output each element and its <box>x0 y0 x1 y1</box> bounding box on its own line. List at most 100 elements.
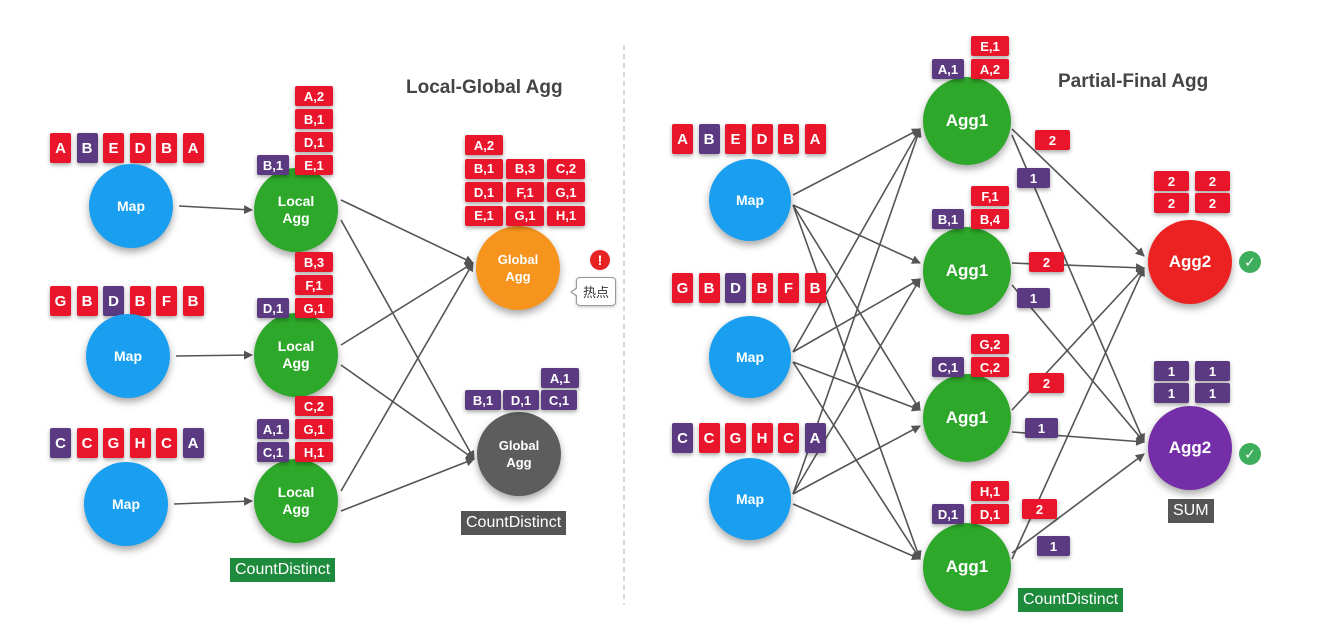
agg1-node: Agg1 <box>923 77 1011 165</box>
input-record: B <box>76 286 98 316</box>
partial-count-tag: D,1 <box>295 132 333 152</box>
input-record: A <box>804 423 826 453</box>
local-to-global-edge <box>340 364 475 460</box>
global-count-tag: F,1 <box>506 182 544 202</box>
final-count-tag: 2 <box>1195 171 1230 191</box>
input-record: C <box>50 428 71 458</box>
input-record: D <box>751 124 773 154</box>
input-record: H <box>751 423 773 453</box>
agg2-node: Agg2 <box>1148 220 1232 304</box>
global-count-tag: G,1 <box>547 182 585 202</box>
count-tag: 1 <box>1037 536 1070 556</box>
map-to-agg1-edge <box>792 503 921 560</box>
input-record: C <box>698 423 720 453</box>
map-to-local-edge <box>173 496 253 506</box>
count-tag: 2 <box>1029 373 1064 393</box>
count-tag: 2 <box>1022 499 1057 519</box>
agg1-to-agg2-edge <box>1011 453 1145 554</box>
count-tag: 1 <box>1017 168 1050 188</box>
hotspot-callout: 热点 <box>569 277 617 306</box>
input-record: A <box>50 133 71 163</box>
agg1-to-agg2-edge <box>1011 128 1145 257</box>
partial-count-tag: B,3 <box>295 252 333 272</box>
partial-count-tag: E,1 <box>971 36 1009 56</box>
input-record: D <box>103 286 124 316</box>
input-record: E <box>103 133 124 163</box>
final-count-tag: 2 <box>1195 193 1230 213</box>
agg1-node: Agg1 <box>923 227 1011 315</box>
map-to-agg1-edge <box>792 425 921 495</box>
final-count-tag: 1 <box>1154 361 1189 381</box>
partial-count-tag: A,1 <box>932 59 964 79</box>
global-count-tag: D,1 <box>503 390 539 410</box>
global-count-distinct-label: CountDistinct <box>461 511 567 535</box>
global-count-tag: A,1 <box>541 368 579 388</box>
partial-count-tag: C,1 <box>257 442 289 462</box>
partial-count-tag: C,1 <box>932 357 964 377</box>
partial-count-tag: D,1 <box>932 504 964 524</box>
map-to-agg1-edge <box>792 278 921 495</box>
final-count-tag: 1 <box>1154 383 1189 403</box>
local-to-global-edge <box>340 219 475 460</box>
partial-count-tag: B,1 <box>257 155 289 175</box>
left-count-distinct-label: CountDistinct <box>230 558 336 582</box>
global-count-tag: C,1 <box>541 390 577 410</box>
local-to-global-edge <box>340 199 474 264</box>
partial-count-tag: F,1 <box>295 275 333 295</box>
map-to-agg1-edge <box>792 204 921 411</box>
input-record: C <box>76 428 98 458</box>
local-to-global-edge <box>340 457 475 512</box>
agg1-to-agg2-edge <box>1011 284 1145 443</box>
input-record: B <box>129 286 151 316</box>
partial-count-tag: C,2 <box>295 396 333 416</box>
partial-count-tag: B,1 <box>295 109 333 129</box>
partial-count-tag: D,1 <box>257 298 289 318</box>
input-record: G <box>725 423 746 453</box>
map-to-agg1-edge <box>792 278 921 353</box>
map-node: Map <box>709 458 791 540</box>
input-record: G <box>50 286 71 316</box>
sum-label: SUM <box>1168 499 1214 523</box>
warning-icon: ! <box>590 250 610 270</box>
agg2-node: Agg2 <box>1148 406 1232 490</box>
final-count-tag: 2 <box>1154 171 1189 191</box>
input-record: B <box>751 273 773 303</box>
count-tag: 1 <box>1025 418 1058 438</box>
partial-count-tag: C,2 <box>971 357 1009 377</box>
partial-count-tag: A,2 <box>971 59 1009 79</box>
partial-count-tag: H,1 <box>971 481 1009 501</box>
global-count-tag: C,2 <box>547 158 585 179</box>
map-to-local-edge <box>178 205 253 215</box>
global-count-tag: B,1 <box>465 390 501 410</box>
input-record: A <box>804 124 826 154</box>
input-record: C <box>778 423 799 453</box>
final-count-tag: 1 <box>1195 383 1230 403</box>
final-count-tag: 1 <box>1195 361 1230 381</box>
input-record: B <box>698 273 720 303</box>
map-to-agg1-edge <box>792 204 921 264</box>
partial-count-tag: A,1 <box>257 419 289 439</box>
agg1-node: Agg1 <box>923 523 1011 611</box>
partial-count-tag: B,4 <box>971 209 1009 229</box>
input-record: C <box>672 423 693 453</box>
global-count-tag: B,1 <box>465 158 503 179</box>
partial-count-tag: B,1 <box>932 209 964 229</box>
map-node: Map <box>709 159 791 241</box>
map-to-local-edge <box>175 350 253 360</box>
input-record: D <box>725 273 746 303</box>
input-record: B <box>182 286 204 316</box>
global-count-tag: H,1 <box>547 205 585 226</box>
input-record: G <box>103 428 124 458</box>
partial-count-tag: G,1 <box>295 298 333 318</box>
agg1-node: Agg1 <box>923 374 1011 462</box>
map-node: Map <box>86 314 170 398</box>
local-to-global-edge <box>340 262 474 492</box>
partial-count-tag: H,1 <box>295 442 333 462</box>
partial-count-tag: G,1 <box>295 419 333 439</box>
count-tag: 2 <box>1035 130 1070 150</box>
